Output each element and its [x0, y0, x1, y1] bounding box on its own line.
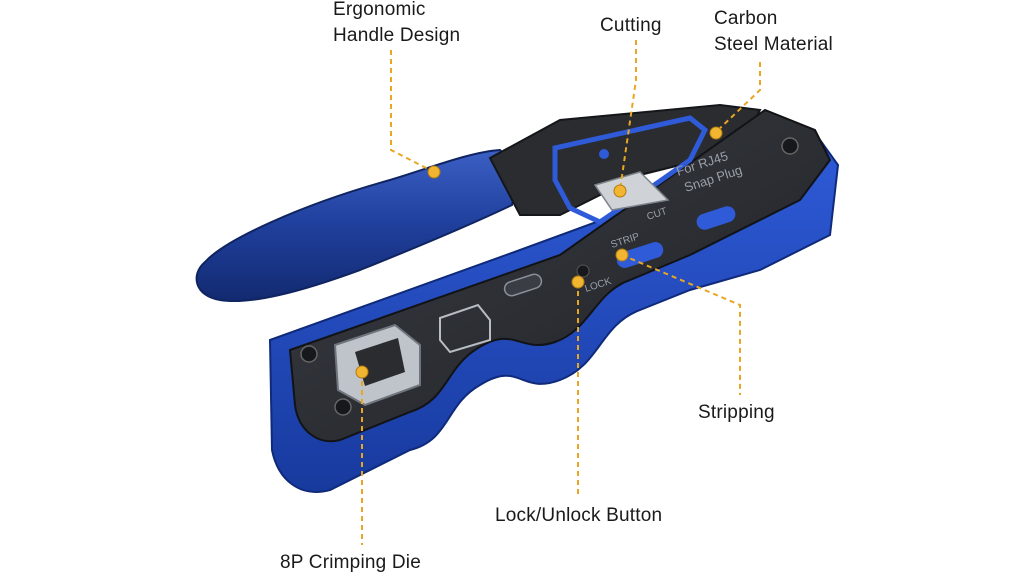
callout-dot-carbon: [709, 126, 723, 140]
callout-lines: [361, 40, 761, 545]
label-carbon-line1: Carbon: [714, 8, 778, 29]
callout-dot-lock: [571, 275, 585, 289]
callout-line-carbon: [715, 62, 761, 133]
rj45-plug-icon: [439, 303, 491, 354]
label-ergonomic-line2: Handle Design: [333, 25, 461, 46]
callout-line-cutting: [619, 40, 637, 191]
label-ergonomic-handle: Ergonomic Handle Design: [333, 0, 460, 49]
screw-icon: [334, 398, 352, 416]
callout-line-ergonomic: [390, 50, 435, 173]
lock-slider: [503, 273, 543, 297]
tool-face-plate: [288, 108, 832, 443]
callout-dots: [355, 126, 723, 379]
screw-icon: [781, 137, 799, 155]
label-lock-unlock: Lock/Unlock Button: [495, 505, 663, 526]
cut-slot: [696, 206, 736, 230]
label-stripping: Stripping: [698, 402, 775, 423]
callout-dot-ergonomic: [427, 165, 441, 179]
cutting-blade: [593, 171, 670, 211]
label-carbon-steel: Carbon Steel Material: [714, 6, 833, 58]
cutter-pin: [599, 149, 609, 159]
callout-dot-die: [355, 365, 369, 379]
callout-line-stripping: [621, 254, 741, 395]
label-crimping-die: 8P Crimping Die: [280, 552, 421, 573]
callout-dot-stripping: [615, 248, 629, 262]
callout-dot-cutting: [613, 184, 627, 198]
label-ergonomic-line1: Ergonomic: [333, 0, 426, 20]
lock-button: [576, 264, 590, 278]
label-cutting: Cutting: [600, 15, 662, 36]
screw-icon: [300, 345, 318, 363]
label-carbon-line2: Steel Material: [714, 34, 833, 55]
upper-handle: [195, 148, 522, 303]
strip-slot: [616, 242, 664, 268]
